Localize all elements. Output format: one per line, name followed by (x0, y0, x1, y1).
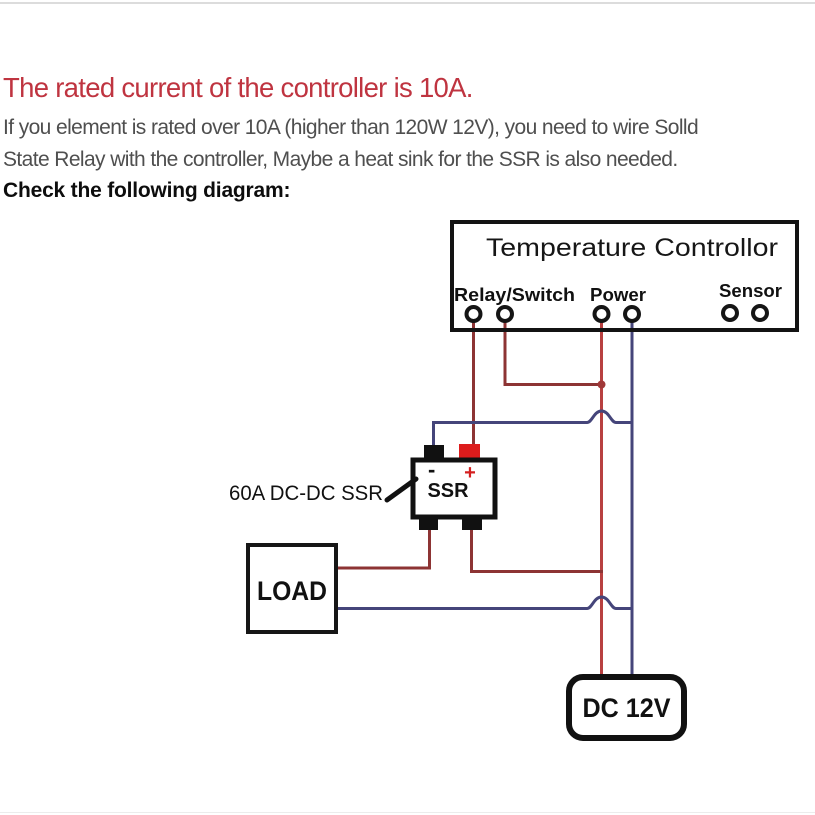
bottom-divider (0, 812, 815, 813)
terminal-power-1 (592, 305, 611, 323)
terminal-relay-2 (496, 305, 514, 323)
page-title: The rated current of the controller is 1… (3, 72, 473, 103)
terminal-relay-1 (464, 305, 483, 323)
dc12v-label: DC 12V (583, 693, 671, 723)
wire-load-to-supply-blue (336, 595, 633, 610)
terminal-sensor-1 (721, 304, 739, 322)
power-label: Power (590, 285, 646, 305)
load-box (246, 543, 338, 634)
ssr-pointer-label: 60A DC-DC SSR (229, 482, 383, 505)
sensor-label: Sensor (719, 281, 782, 301)
wire-relay-b-to-power-red (503, 316, 603, 386)
relay-switch-label: Relay/Switch (454, 285, 575, 305)
ssr-name-label: SSR (428, 480, 470, 502)
load-label: LOAD (257, 576, 327, 606)
dc12v-box (566, 674, 687, 741)
ssr-minus-label: - (428, 457, 435, 482)
top-divider (0, 2, 815, 4)
terminal-sensor-2 (751, 304, 769, 322)
terminal-power-2 (623, 305, 641, 323)
body-text-line-1: If you element is rated over 10A (higher… (3, 116, 699, 139)
temperature-controller-box (450, 220, 799, 332)
controller-title: Temperature Controllor (486, 234, 778, 262)
ssr-plus-label: + (464, 462, 476, 484)
body-text-line-2: State Relay with the controller, Maybe a… (3, 148, 678, 171)
wire-ssr-out-to-supply (470, 524, 603, 573)
ssr-box (410, 457, 498, 520)
wire-blue-to-ssr-minus (432, 409, 632, 451)
body-text-line-3: Check the following diagram: (3, 179, 291, 202)
wire-junction-dot (597, 380, 606, 389)
wire-ssr-out-to-load (336, 524, 431, 570)
ssr-pointer-line (384, 476, 419, 503)
